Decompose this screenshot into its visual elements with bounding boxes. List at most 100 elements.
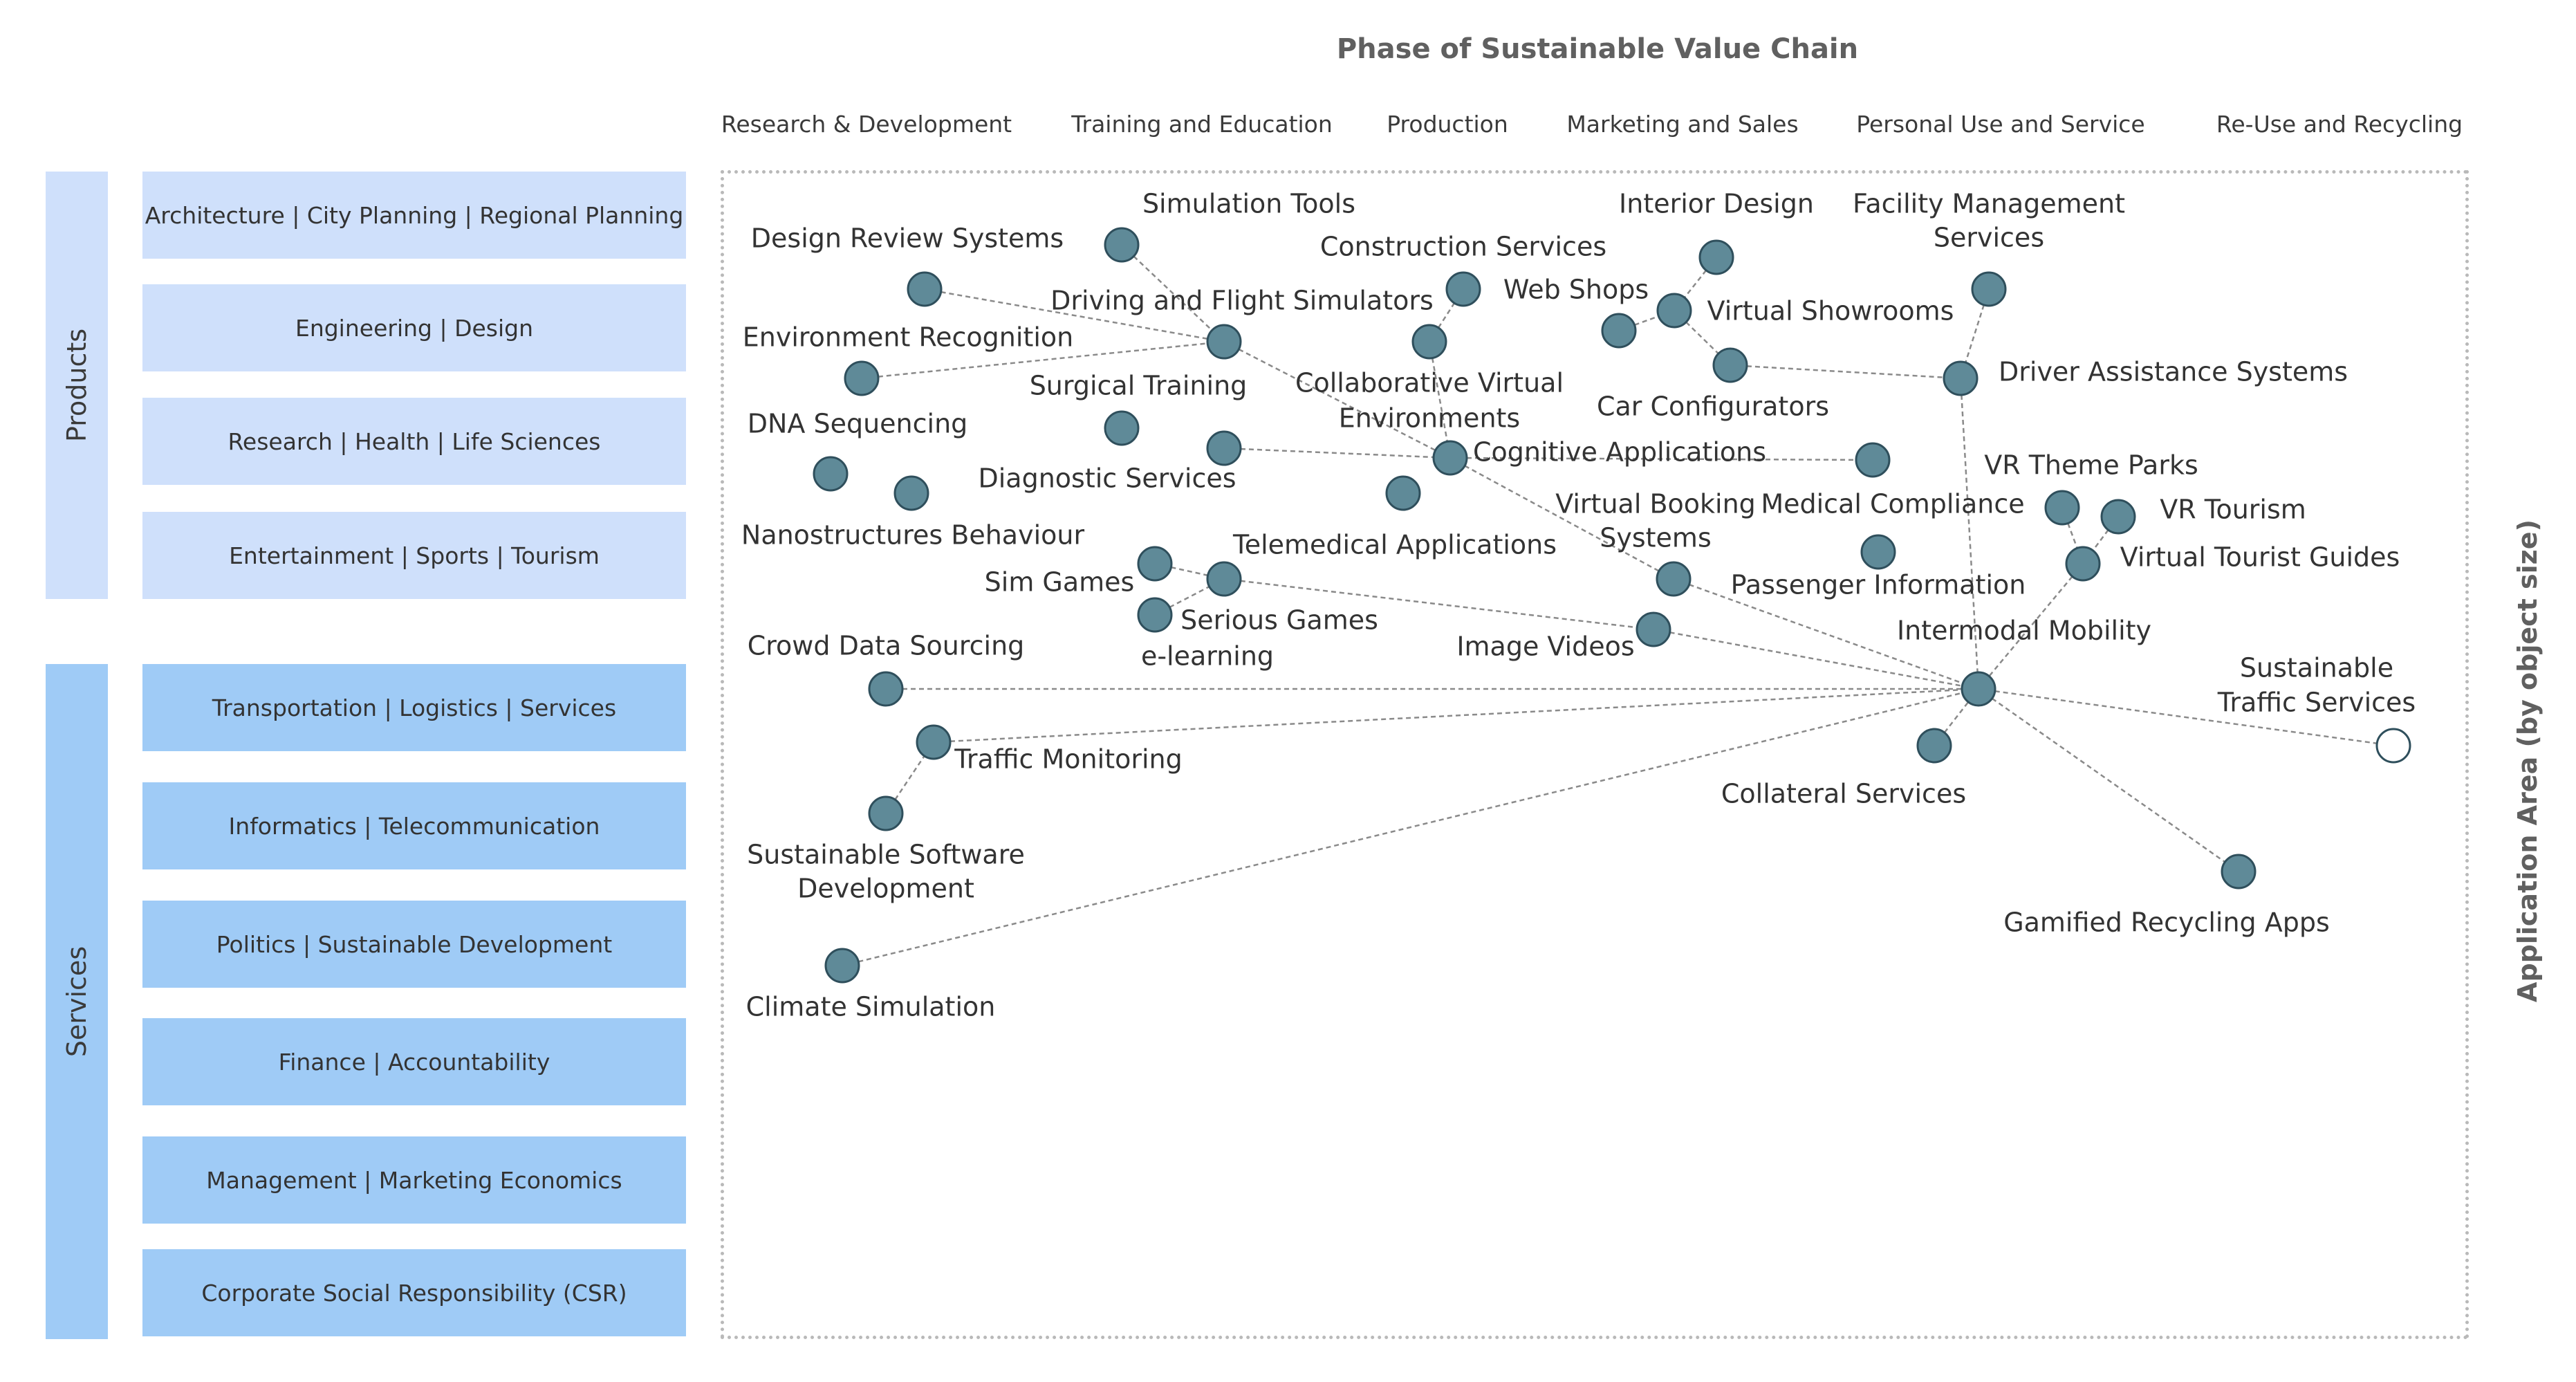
node-passenger[interactable] [1860,534,1896,570]
node-sustainable-traffic[interactable] [2375,728,2411,764]
edge-tourist_guides-intermodal [1978,563,2084,690]
node-telemedical[interactable] [1385,475,1421,511]
node-label-construction: Construction Services [1320,232,1606,262]
value-chain-frame [721,170,2469,1339]
edge-serious_games-image_videos [1223,578,1654,631]
node-label-climate: Climate Simulation [746,992,996,1022]
node-nano[interactable] [893,475,929,511]
node-cognitive[interactable] [1432,440,1468,476]
node-label-env-recog: Environment Recognition [743,322,1074,353]
node-tourist-guides[interactable] [2065,546,2101,582]
category-finance: Finance | Accountability [142,1018,686,1105]
node-sust-software[interactable] [868,795,904,831]
edge-cognitive-booking [1449,457,1674,580]
node-image-videos[interactable] [1636,611,1671,647]
node-simulation-tools[interactable] [1104,227,1140,263]
node-crowd[interactable] [868,671,904,707]
edge-driver_assist-intermodal [1959,378,1980,690]
node-surgical[interactable] [1104,410,1140,446]
node-elearning[interactable] [1137,597,1173,633]
edge-image_videos-intermodal [1653,628,1979,690]
edge-diagnostic-cognitive [1223,447,1451,459]
node-label-showrooms: Virtual Showrooms [1707,296,1954,326]
column-header-research-development: Research & Development [721,111,1012,138]
node-label-intermodal: Intermodal Mobility [1897,616,2151,646]
node-label-nano: Nanostructures Behaviour [741,520,1085,551]
node-medical-comp[interactable] [1855,442,1891,478]
node-booking[interactable] [1656,561,1692,597]
node-label-tourist-guides: Virtual Tourist Guides [2120,542,2400,573]
node-label-image-videos: Image Videos [1456,632,1634,662]
node-gamified[interactable] [2221,854,2257,890]
edge-collab_virtual-cognitive [1428,341,1452,459]
products-group-bar: Products [46,172,108,599]
node-label-medical-comp: Medical Compliance [1761,489,2024,519]
node-interior[interactable] [1698,239,1734,275]
category-entertainment: Entertainment | Sports | Tourism [142,512,686,599]
node-label-vr-tourism: VR Tourism [2160,495,2306,525]
node-label-interior: Interior Design [1619,189,1814,219]
node-label-surgical: Surgical Training [1030,371,1248,401]
edge-booking-intermodal [1673,578,1979,690]
node-driving-sim[interactable] [1206,324,1242,360]
category-transportation: Transportation | Logistics | Services [142,664,686,751]
node-traffic-mon[interactable] [916,724,952,760]
node-label-elearning: e-learning [1141,641,1274,672]
node-web-shops[interactable] [1601,313,1637,349]
column-header-reuse-recycling: Re-Use and Recycling [2216,111,2463,138]
services-group-bar: Services [46,664,108,1339]
node-dna[interactable] [813,456,849,492]
diagram-title: Phase of Sustainable Value Chain [1336,33,1859,65]
edge-intermodal-sustainable_traffic [1978,688,2394,747]
node-vr-theme[interactable] [2044,490,2080,526]
category-engineering: Engineering | Design [142,284,686,371]
node-car-config[interactable] [1712,347,1748,383]
node-collab-virtual[interactable] [1411,324,1447,360]
node-label-crowd: Crowd Data Sourcing [748,631,1025,661]
node-serious-games[interactable] [1206,561,1242,597]
node-env-recog[interactable] [844,360,880,396]
node-facility[interactable] [1971,271,2007,307]
node-driver-assist[interactable] [1943,360,1979,396]
node-label-telemedical: Telemedical Applications [1232,530,1557,560]
node-sim-games[interactable] [1137,546,1173,582]
node-label-collateral: Collateral Services [1721,779,1966,809]
node-vr-tourism[interactable] [2100,499,2136,535]
node-label-diagnostic: Diagnostic Services [978,463,1236,494]
edge-driving_sim-cognitive [1223,340,1451,459]
category-architecture: Architecture | City Planning | Regional … [142,172,686,259]
node-label-web-shops: Web Shops [1503,275,1649,305]
node-construction[interactable] [1445,271,1481,307]
edge-simulation_tools-driving_sim [1121,244,1225,342]
edge-cognitive-medical_comp [1449,457,1873,461]
column-header-training-education: Training and Education [1071,111,1333,138]
category-csr: Corporate Social Responsibility (CSR) [142,1249,686,1336]
node-label-car-config: Car Configurators [1597,391,1829,422]
node-climate[interactable] [824,948,860,984]
edge-design_review-driving_sim [924,288,1225,343]
edge-intermodal-gamified [1978,688,2239,873]
node-label-vr-theme: VR Theme Parks [1984,450,2198,481]
node-label-cognitive: Cognitive Applications [1473,437,1766,468]
edge-climate-intermodal [842,688,1979,967]
node-intermodal[interactable] [1961,671,1996,707]
node-label-dna: DNA Sequencing [748,409,968,439]
column-header-marketing-sales: Marketing and Sales [1566,111,1799,138]
node-label-driving-sim: Driving and Flight Simulators [1050,286,1434,316]
node-diagnostic[interactable] [1206,430,1242,466]
node-label-traffic-mon: Traffic Monitoring [954,744,1182,775]
edge-sust_software-traffic_mon [884,741,935,814]
node-showrooms[interactable] [1656,293,1692,329]
column-header-personal-use-service: Personal Use and Service [1856,111,2145,138]
node-design-review[interactable] [907,271,943,307]
node-label-passenger: Passenger Information [1731,570,2026,600]
node-collateral[interactable] [1916,728,1952,764]
node-label-driver-assist: Driver Assistance Systems [1999,357,2348,387]
category-informatics: Informatics | Telecommunication [142,782,686,869]
edge-traffic_mon-intermodal [933,688,1979,744]
